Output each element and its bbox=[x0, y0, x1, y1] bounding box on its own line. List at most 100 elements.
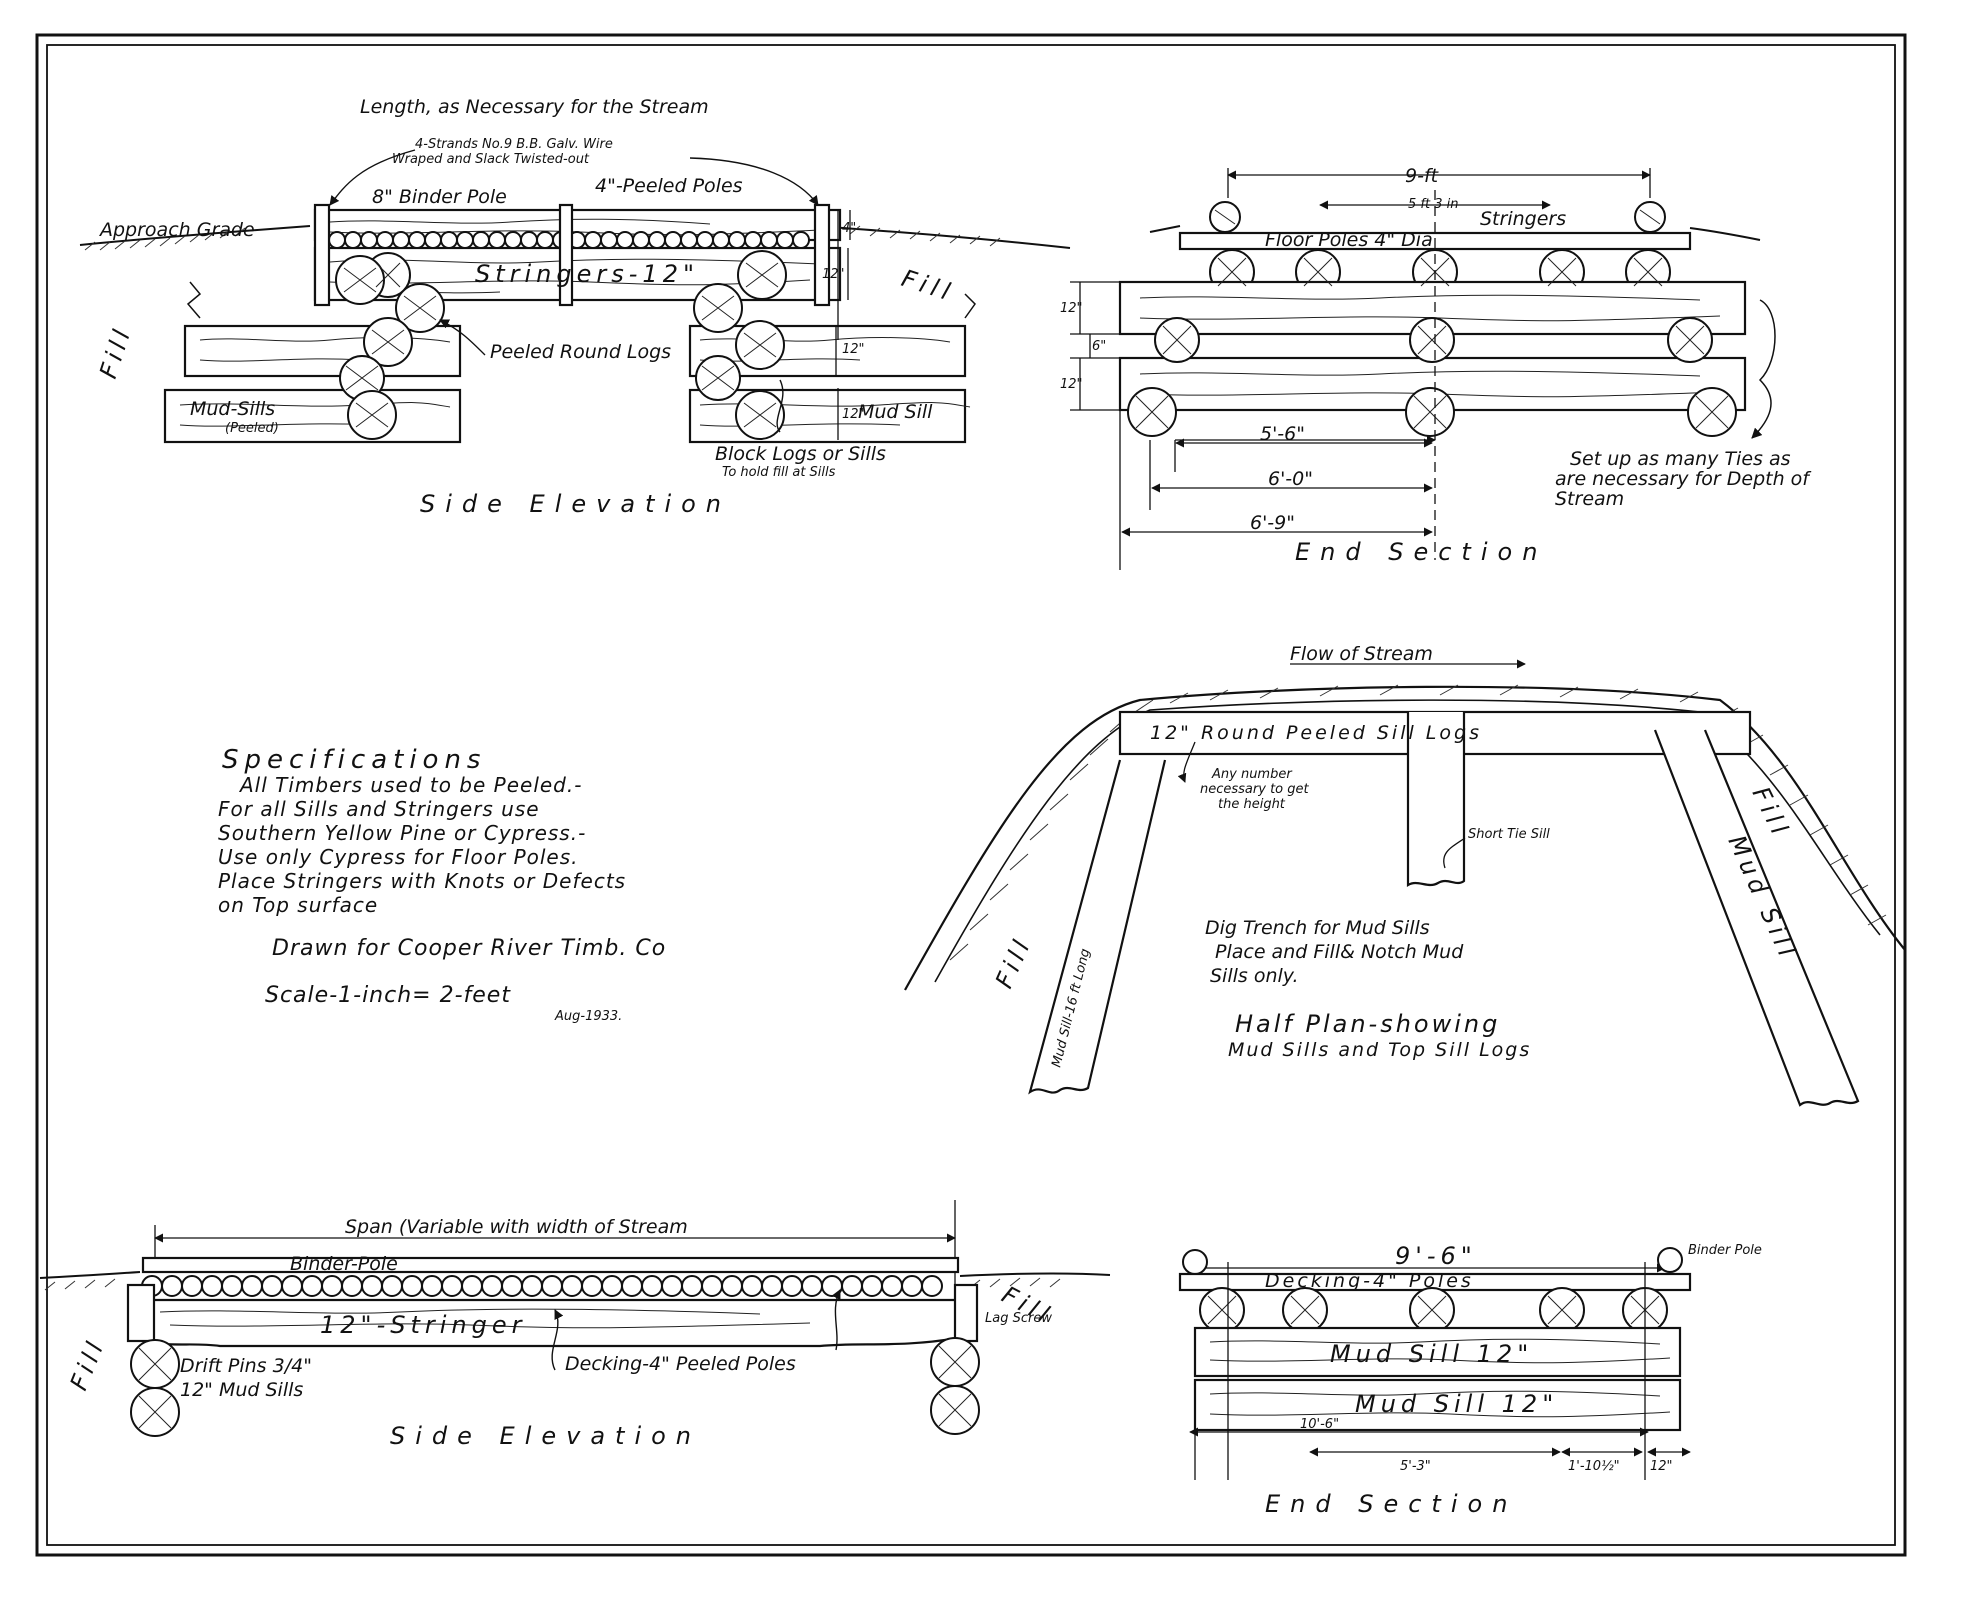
peeled-label: (Peeled) bbox=[225, 421, 279, 436]
side-elevation-bottom-drawing bbox=[39, 1200, 1111, 1437]
binder-pole-end-label: Binder Pole bbox=[1688, 1243, 1762, 1258]
dim-1-10: 1'-10½" bbox=[1568, 1459, 1620, 1474]
floor-pole bbox=[488, 231, 506, 249]
decking-end-label: Decking-4" Poles bbox=[1265, 1270, 1474, 1292]
spec-line-5: Place Stringers with Knots or Defects bbox=[218, 869, 626, 893]
end-dim-12a: 12" bbox=[1060, 301, 1083, 316]
dim-5-3: 5'-3" bbox=[1400, 1459, 1431, 1474]
end-dim-6-0: 6'-0" bbox=[1268, 468, 1313, 490]
floor-pole bbox=[456, 231, 474, 249]
mud-sills-bottom-label: 12" Mud Sills bbox=[180, 1379, 303, 1401]
mud-sill-label: Mud Sill bbox=[858, 401, 933, 423]
fill-right-label: Fill bbox=[898, 264, 958, 307]
floor-pole bbox=[632, 231, 650, 249]
dig-note-1: Dig Trench for Mud Sills bbox=[1205, 917, 1430, 939]
binder-pole-label: 8" Binder Pole bbox=[372, 186, 507, 208]
floor-pole bbox=[281, 1275, 303, 1297]
floor-pole bbox=[744, 231, 762, 249]
spec-line-1: All Timbers used to be Peeled.- bbox=[238, 773, 582, 797]
bottom-fill-left: Fill bbox=[65, 1334, 111, 1394]
floor-pole bbox=[461, 1275, 483, 1297]
half-plan-title-1: Half Plan-showing bbox=[1235, 1010, 1500, 1038]
dim-12b: 12" bbox=[842, 342, 865, 357]
floor-pole bbox=[381, 1275, 403, 1297]
end-section-bottom-drawing bbox=[1178, 1247, 1692, 1480]
lag-screw-label: Lag Screw bbox=[985, 1311, 1052, 1326]
floor-pole bbox=[776, 231, 794, 249]
floor-pole bbox=[712, 231, 730, 249]
sill-logs-label: 12" Round Peeled Sill Logs bbox=[1150, 722, 1482, 744]
binder-pole-bottom-label: Binder-Pole bbox=[290, 1253, 398, 1275]
floor-pole bbox=[881, 1275, 903, 1297]
floor-pole bbox=[161, 1275, 183, 1297]
block-logs-label-2: To hold fill at Sills bbox=[722, 465, 836, 480]
floor-pole bbox=[241, 1275, 263, 1297]
scale-note: Scale-1-inch= 2-feet bbox=[265, 983, 511, 1008]
floor-pole bbox=[760, 231, 778, 249]
floor-pole bbox=[341, 1275, 363, 1297]
floor-pole bbox=[521, 1275, 543, 1297]
specifications-block: Specifications All Timbers used to be Pe… bbox=[218, 745, 666, 1024]
half-plan-title-2: Mud Sills and Top Sill Logs bbox=[1228, 1039, 1531, 1061]
floor-pole bbox=[401, 1275, 423, 1297]
floor-pole bbox=[221, 1275, 243, 1297]
ties-note-3: Stream bbox=[1555, 488, 1624, 510]
length-note: Length, as Necessary for the Stream bbox=[360, 96, 709, 118]
floor-pole bbox=[861, 1275, 883, 1297]
floor-pole bbox=[501, 1275, 523, 1297]
floor-pole bbox=[581, 1275, 603, 1297]
floor-pole bbox=[392, 231, 410, 249]
dim-12-end: 12" bbox=[1650, 1459, 1673, 1474]
floor-pole bbox=[321, 1275, 343, 1297]
floor-pole bbox=[648, 231, 666, 249]
peeled-poles-label: 4"-Peeled Poles bbox=[595, 175, 743, 197]
end-dim-5-6: 5'-6" bbox=[1260, 423, 1305, 445]
floor-poles-label: Floor Poles 4" Dia bbox=[1265, 229, 1433, 251]
floor-pole bbox=[376, 231, 394, 249]
flow-label: Flow of Stream bbox=[1290, 643, 1433, 665]
dig-note-3: Sills only. bbox=[1210, 965, 1299, 987]
dim-5ft3in: 5 ft 3 in bbox=[1408, 197, 1458, 212]
dig-note-2: Place and Fill& Notch Mud bbox=[1215, 941, 1464, 963]
plan-fill-right: Fill bbox=[1747, 782, 1796, 843]
floor-pole bbox=[600, 231, 618, 249]
half-plan-drawing bbox=[904, 659, 1906, 1107]
spec-line-6: on Top surface bbox=[218, 893, 378, 917]
block-logs-label-1: Block Logs or Sills bbox=[715, 443, 886, 465]
floor-pole bbox=[616, 231, 634, 249]
approach-grade-label: Approach Grade bbox=[98, 219, 255, 241]
end-stringers-label: Stringers bbox=[1480, 208, 1566, 230]
spec-line-4: Use only Cypress for Floor Poles. bbox=[218, 845, 579, 869]
dim-10-6: 10'-6" bbox=[1300, 1417, 1339, 1432]
floor-pole bbox=[601, 1275, 623, 1297]
specs-heading: Specifications bbox=[222, 745, 486, 775]
floor-pole bbox=[681, 1275, 703, 1297]
drawn-for: Drawn for Cooper River Timb. Co bbox=[272, 936, 666, 961]
floor-pole bbox=[728, 231, 746, 249]
date-note: Aug-1933. bbox=[554, 1009, 622, 1024]
floor-pole bbox=[520, 231, 538, 249]
end-section-top-title: End Section bbox=[1295, 538, 1547, 566]
floor-pole bbox=[481, 1275, 503, 1297]
floor-pole bbox=[921, 1275, 943, 1297]
floor-pole bbox=[701, 1275, 723, 1297]
floor-pole bbox=[504, 231, 522, 249]
floor-pole bbox=[421, 1275, 443, 1297]
spec-line-3: Southern Yellow Pine or Cypress.- bbox=[218, 821, 586, 845]
wire-note-2: Wraped and Slack Twisted-out bbox=[392, 152, 590, 167]
floor-pole bbox=[536, 231, 554, 249]
end-section-bottom-title: End Section bbox=[1265, 1490, 1517, 1518]
dim-12a: 12" bbox=[822, 267, 845, 282]
ties-note-2: are necessary for Depth of bbox=[1555, 468, 1812, 490]
ties-note-1: Set up as many Ties as bbox=[1570, 448, 1791, 470]
dim-9ft: 9-ft bbox=[1405, 165, 1440, 187]
floor-pole bbox=[360, 231, 378, 249]
mud-sill-12a: Mud Sill 12" bbox=[1330, 1340, 1533, 1368]
side-elevation-top-title: Side Elevation bbox=[420, 490, 731, 518]
end-dim-6-9: 6'-9" bbox=[1250, 512, 1295, 534]
floor-pole bbox=[181, 1275, 203, 1297]
stringer-bottom-label: 12"-Stringer bbox=[320, 1311, 527, 1339]
floor-pole bbox=[621, 1275, 643, 1297]
floor-pole bbox=[661, 1275, 683, 1297]
